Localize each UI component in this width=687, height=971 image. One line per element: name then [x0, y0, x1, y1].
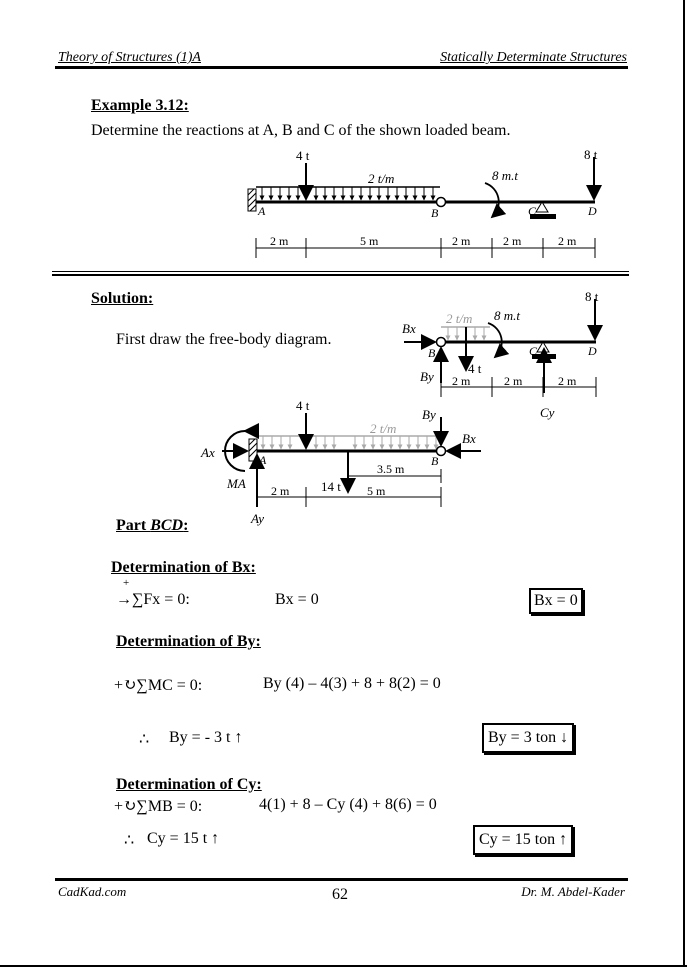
fbd3-label-14t: 14 t — [321, 479, 341, 494]
fbd3-dim-2: 5 m — [367, 484, 386, 498]
part-colon: : — [183, 517, 189, 534]
label-a: A — [257, 204, 266, 218]
page-number: 62 — [332, 886, 348, 903]
det-cy-boxed: Cy = 15 ton ↑ — [473, 825, 574, 855]
footer-rule — [55, 878, 628, 881]
page-right-edge — [683, 0, 685, 967]
fbd2-label-by: By — [420, 369, 434, 384]
det-bx-result: Bx = 0 — [275, 591, 319, 608]
det-by-expr: By (4) – 4(3) + 8 + 8(2) = 0 — [263, 675, 441, 692]
det-bx-title: Determination of Bx: — [111, 559, 256, 576]
dim-2: 5 m — [360, 234, 379, 248]
header-rule — [55, 66, 628, 69]
fbd2-label-4t: 4 t — [468, 361, 482, 376]
det-by-therefore: ∴ — [139, 731, 150, 748]
fbd3-label-w: 2 t/m — [370, 421, 396, 436]
dim-5: 2 m — [558, 234, 577, 248]
moment-8mt — [484, 182, 507, 219]
fbd2-label-8t: 8 t — [585, 289, 599, 304]
fbd-bcd-figure: 2 t/m Bx By B 4 t 8 m.t C Cy 8 t D 2 m 2… — [402, 289, 603, 420]
label-b: B — [431, 206, 439, 220]
footer-left: CadKad.com — [58, 884, 127, 899]
label-c: C — [528, 204, 537, 218]
det-by-equation: +↻∑MC = 0: — [114, 677, 203, 694]
det-cy-equation: +↻∑MB = 0: — [114, 798, 203, 815]
part-heading: Part BCD: — [116, 517, 188, 535]
fbd-ab-figure: 2 t/m 4 t Ax A MA Ay By Bx B 14 t 3.5 m … — [200, 398, 481, 526]
fbd2-label-w: 2 t/m — [446, 311, 472, 326]
fbd3-label-ay: Ay — [250, 511, 264, 526]
fbd2-label-b: B — [428, 346, 436, 360]
dim-1: 2 m — [270, 234, 289, 248]
fbd3-dim-35: 3.5 m — [377, 462, 405, 476]
det-cy-title: Determination of Cy: — [116, 776, 262, 793]
footer-right: Dr. M. Abdel-Kader — [521, 884, 625, 899]
hinge-b — [435, 196, 447, 208]
det-cy-expr: 4(1) + 8 – Cy (4) + 8(6) = 0 — [259, 796, 437, 813]
section-rule-1 — [52, 271, 629, 272]
fbd3-label-b: B — [431, 454, 439, 468]
part-name: BCD — [150, 517, 184, 534]
det-bx-boxed: Bx = 0 — [529, 588, 583, 614]
label-4t: 4 t — [296, 148, 310, 163]
fbd3-label-4t: 4 t — [296, 398, 310, 413]
det-bx-equation: →∑Fx = 0: — [116, 591, 190, 608]
distributed-load-arrows — [259, 187, 436, 201]
solution-title: Solution: — [91, 290, 154, 307]
det-by-result: By = - 3 t ↑ — [169, 729, 243, 746]
part-label: Part — [116, 517, 151, 534]
fixed-support-a — [247, 188, 257, 212]
label-w: 2 t/m — [368, 171, 394, 186]
dim-3: 2 m — [452, 234, 471, 248]
example-title: Example 3.12: — [91, 97, 189, 114]
fbd3-label-by: By — [422, 407, 436, 422]
dim-4: 2 m — [503, 234, 522, 248]
fbd2-label-moment: 8 m.t — [494, 308, 520, 323]
det-by-title: Determination of By: — [116, 633, 261, 650]
fbd2-label-d: D — [587, 344, 597, 358]
label-moment: 8 m.t — [492, 168, 518, 183]
fbd3-label-ax: Ax — [200, 445, 215, 460]
page-bottom-edge — [0, 965, 687, 967]
det-bx-plus: + — [123, 577, 130, 589]
label-8t: 8 t — [584, 147, 598, 162]
header-right: Statically Determinate Structures — [440, 50, 627, 65]
det-cy-result: Cy = 15 t ↑ — [147, 830, 220, 847]
fbd3-dim-1: 2 m — [271, 484, 290, 498]
fbd3-label-ma: MA — [226, 476, 246, 491]
fbd2-label-cy: Cy — [540, 405, 555, 420]
support-c — [535, 201, 549, 213]
fbd-text: First draw the free-body diagram. — [116, 331, 332, 348]
fbd2-dim-2: 2 m — [504, 374, 523, 388]
fbd2-dim-1: 2 m — [452, 374, 471, 388]
label-d: D — [587, 204, 597, 218]
fbd2-label-c: C — [529, 344, 538, 358]
det-cy-therefore: ∴ — [124, 832, 135, 849]
fbd3-label-bx: Bx — [462, 431, 476, 446]
det-by-boxed: By = 3 ton ↓ — [482, 723, 575, 753]
header-left: Theory of Structures (1)A — [58, 50, 201, 65]
loaded-beam-figure: 4 t 2 t/m 8 m.t 8 t A B C D 2 m 5 m 2 m … — [247, 147, 602, 258]
fbd3-label-a: A — [258, 453, 267, 467]
fbd2-dim-3: 2 m — [558, 374, 577, 388]
example-statement: Determine the reactions at A, B and C of… — [91, 122, 511, 139]
section-rule-2 — [52, 274, 629, 276]
fbd2-label-bx: Bx — [402, 321, 416, 336]
